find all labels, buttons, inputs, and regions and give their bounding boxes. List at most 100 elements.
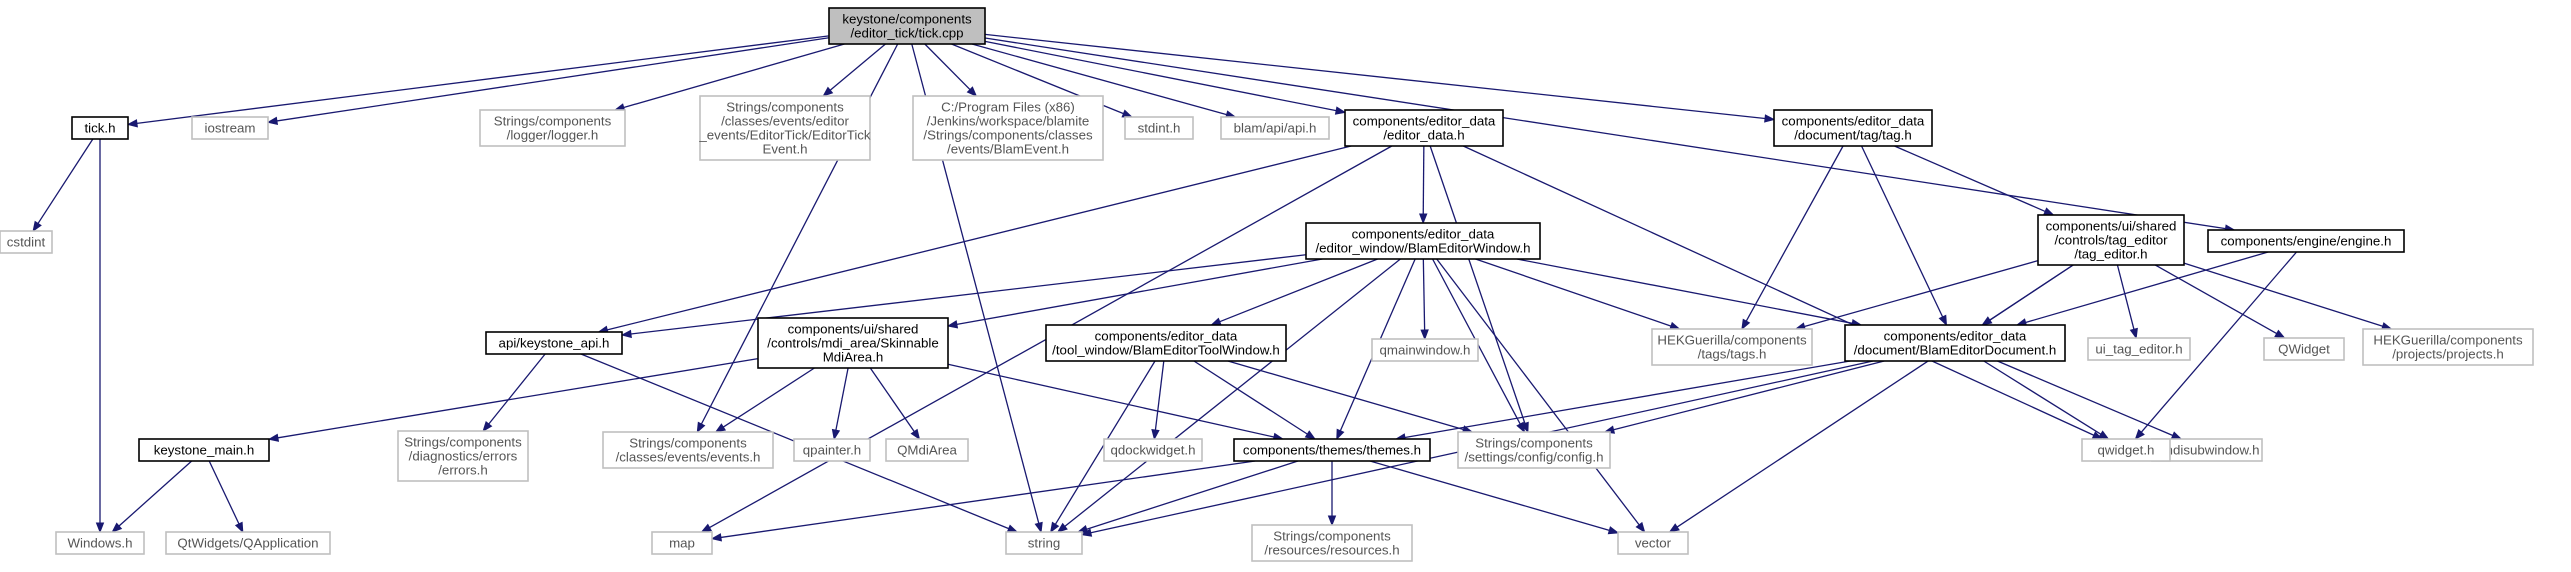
- node-root[interactable]: keystone/components/editor_tick/tick.cpp: [828, 7, 986, 45]
- node-iostream[interactable]: iostream: [191, 116, 269, 140]
- node-label: components/editor_data: [1884, 329, 2027, 344]
- node-label: C:/Program Files (x86): [941, 100, 1075, 115]
- arrowhead: [234, 521, 244, 534]
- node-hekg-projects[interactable]: HEKGuerilla/components/projects/projects…: [2362, 328, 2534, 366]
- node-label: Event.h: [762, 142, 807, 157]
- node-blameditordocument[interactable]: components/editor_data/document/BlamEdit…: [1844, 324, 2066, 362]
- edge-skinnablemdi-to-events-h: [714, 367, 815, 433]
- node-box: [165, 531, 331, 555]
- node-tag-editor[interactable]: components/ui/shared/controls/tag_editor…: [2037, 214, 2185, 266]
- node-blamapi[interactable]: blam/api/api.h: [1220, 116, 1330, 140]
- node-tag-h[interactable]: components/editor_data/document/tag/tag.…: [1773, 109, 1933, 147]
- node-label: QWidget: [2278, 342, 2330, 357]
- node-box: [1457, 431, 1611, 469]
- arrowhead: [1049, 521, 1060, 534]
- node-box: [2037, 214, 2185, 266]
- node-string[interactable]: string: [1005, 531, 1083, 555]
- node-box: [1005, 531, 1083, 555]
- node-editortickevent[interactable]: Strings/components/classes/events/editor…: [698, 95, 871, 161]
- node-qdockwidget[interactable]: qdockwidget.h: [1103, 438, 1203, 462]
- edge-blameditordocument-to-qwidget-h: [1983, 360, 2110, 440]
- node-blamevent[interactable]: C:/Program Files (x86)/Jenkins/workspace…: [912, 95, 1104, 161]
- node-events-h[interactable]: Strings/components/classes/events/events…: [602, 431, 774, 469]
- arrowhead: [1516, 421, 1526, 434]
- node-box: [2087, 337, 2191, 361]
- node-keystone-api[interactable]: api/keystone_api.h: [485, 331, 623, 355]
- edge-tag-h-to-hekg-tags: [1741, 145, 1844, 331]
- node-box: [602, 431, 774, 469]
- node-qwidget-cls[interactable]: QWidget: [2263, 337, 2345, 361]
- node-diag-errors[interactable]: Strings/components/diagnostics/errors/er…: [397, 430, 529, 482]
- node-box: [1773, 109, 1933, 147]
- node-engine-h[interactable]: components/engine/engine.h: [2207, 229, 2405, 253]
- node-box: [2081, 438, 2171, 462]
- node-label: components/themes/themes.h: [1243, 443, 1421, 458]
- node-label: components/ui/shared: [2046, 219, 2177, 234]
- node-label: keystone_main.h: [154, 443, 255, 458]
- edge-blameditortoolwindow-to-qdockwidget: [1151, 360, 1165, 441]
- edge-blameditorwindow-to-vector: [1436, 258, 1646, 534]
- edge-blameditorwindow-to-blameditortoolwindow: [1210, 258, 1378, 326]
- node-qwidget-h[interactable]: qwidget.h: [2081, 438, 2171, 462]
- node-qmdisubwindow[interactable]: qmdisubwindow.h: [2151, 438, 2263, 462]
- node-label: /controls/mdi_area/Skinnable: [767, 336, 938, 351]
- edge-root-to-tick-h: [126, 35, 830, 128]
- node-qmdiarea[interactable]: QMdiArea: [885, 438, 969, 462]
- node-resources[interactable]: Strings/components/resources/resources.h: [1251, 524, 1413, 562]
- node-label: Strings/components: [629, 436, 747, 451]
- node-box: [1371, 338, 1479, 362]
- node-blameditorwindow[interactable]: components/editor_data/editor_window/Bla…: [1305, 222, 1541, 260]
- edge-blameditordocument-to-qmdisubwindow: [1997, 360, 2183, 440]
- node-label: /errors.h: [438, 463, 488, 478]
- node-map[interactable]: map: [651, 531, 713, 555]
- node-qpainter[interactable]: qpainter.h: [793, 438, 871, 462]
- node-label: Strings/components: [1273, 529, 1391, 544]
- node-keystone-main[interactable]: keystone_main.h: [138, 438, 270, 462]
- node-label: map: [669, 536, 695, 551]
- edge-blameditorwindow-to-string: [1056, 258, 1401, 533]
- arrowhead: [1938, 314, 1948, 327]
- edge-skinnablemdi-to-qmdiarea: [869, 367, 921, 441]
- edge-root-to-events-h: [696, 43, 899, 434]
- arrowhead: [111, 522, 123, 533]
- node-tick-h[interactable]: tick.h: [71, 116, 129, 140]
- node-skinnablemdi[interactable]: components/ui/shared/controls/mdi_area/S…: [757, 317, 949, 369]
- node-logger[interactable]: Strings/components/logger/logger.h: [479, 109, 626, 147]
- node-cstdint[interactable]: cstdint: [0, 230, 53, 254]
- node-themes[interactable]: components/themes/themes.h: [1233, 438, 1431, 462]
- edge-engine-h-to-qwidget-h: [2134, 251, 2298, 441]
- node-box: [699, 95, 871, 161]
- edge-keystone-main-to-windows-h: [111, 460, 193, 533]
- node-label: /tool_window/BlamEditorToolWindow.h: [1052, 343, 1280, 358]
- edge-blameditorwindow-to-qmainwindow: [1420, 258, 1429, 341]
- node-qapplication[interactable]: QtWidgets/QApplication: [165, 531, 331, 555]
- node-label: /projects/projects.h: [2392, 347, 2504, 362]
- arrowhead: [266, 116, 279, 126]
- node-windows-h[interactable]: Windows.h: [55, 531, 145, 555]
- arrowhead: [1741, 318, 1751, 331]
- node-vector[interactable]: vector: [1617, 531, 1689, 555]
- arrowhead: [2134, 429, 2145, 441]
- node-label: HEKGuerilla/components: [1657, 333, 1807, 348]
- node-box: [2362, 328, 2534, 366]
- node-qmainwindow[interactable]: qmainwindow.h: [1371, 338, 1479, 362]
- node-config[interactable]: Strings/components/settings/config/confi…: [1457, 431, 1611, 469]
- arrowhead: [1034, 521, 1043, 534]
- node-blameditortoolwindow[interactable]: components/editor_data/tool_window/BlamE…: [1045, 324, 1287, 362]
- node-editor-data[interactable]: components/editor_data/editor_data.h: [1344, 109, 1504, 147]
- edge-blameditorwindow-to-hekg-tags: [1475, 258, 1681, 330]
- node-label: /events/BlamEvent.h: [947, 142, 1069, 157]
- node-label: /editor_tick/tick.cpp: [850, 26, 963, 41]
- node-label: /diagnostics/errors: [409, 449, 518, 464]
- edge-root-to-blamevent: [924, 43, 978, 97]
- edge-themes-to-resources: [1327, 460, 1337, 527]
- node-ui-tag-editor[interactable]: ui_tag_editor.h: [2087, 337, 2191, 361]
- edge-tag-editor-to-hekg-projects: [2183, 262, 2393, 331]
- node-box: [912, 95, 1104, 161]
- node-hekg-tags[interactable]: HEKGuerilla/components/tags/tags.h: [1651, 328, 1813, 366]
- node-label: keystone/components: [842, 12, 972, 27]
- node-label: cstdint: [7, 235, 46, 250]
- node-stdint[interactable]: stdint.h: [1124, 116, 1194, 140]
- node-box: [2263, 337, 2345, 361]
- arrowhead: [1121, 109, 1134, 118]
